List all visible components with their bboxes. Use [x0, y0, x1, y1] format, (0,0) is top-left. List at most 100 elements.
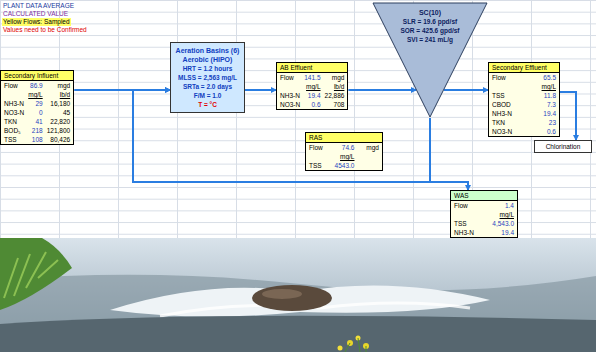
table-cell: 0.6 — [542, 127, 556, 136]
table-cell: CBOD — [492, 100, 512, 109]
legend-note: PLANT DATA AVERAGE — [2, 2, 75, 10]
table-cell: 65.5 — [542, 73, 556, 82]
table-cell: 141.5 — [304, 73, 320, 82]
clarifier-text: SC(10)SLR = 19.6 ppd/sfSOR = 425.6 gpd/s… — [372, 2, 488, 44]
was-table: WASFlow 1.4mg/L TSS 4,543.0NH3-N 19.4 — [450, 190, 518, 238]
table-cell: 41 — [28, 117, 42, 126]
empty-cell — [454, 210, 474, 219]
table-body: Flow 141.5 mgd mg/L lb/dNH3-N 19.4 22,886NO3-N… — [277, 73, 347, 109]
table-cell: NH3-N — [492, 109, 512, 118]
table-cell: TSS — [492, 91, 512, 100]
table-cell: TSS — [454, 219, 474, 228]
table-cell: Flow — [280, 73, 300, 82]
table-header: AB Effluent — [277, 63, 347, 73]
table-cell: lb/d — [47, 90, 71, 99]
table-cell: NO3-N — [4, 108, 24, 117]
empty-cell — [366, 161, 379, 170]
process-text: F/M = 1.0 — [175, 91, 240, 100]
flow-connector — [348, 89, 416, 91]
clarifier-triangle: SC(10)SLR = 19.6 ppd/sfSOR = 425.6 gpd/s… — [372, 2, 488, 118]
table-cell: TSS — [4, 135, 24, 144]
process-text: Chlorination — [538, 142, 588, 151]
table-cell: mgd — [325, 73, 345, 82]
table-header: WAS — [451, 191, 517, 201]
table-cell: Flow — [454, 201, 474, 210]
table-cell: 29 — [28, 99, 42, 108]
process-text: T = °C — [175, 100, 240, 109]
table-cell: NO3-N — [280, 100, 300, 109]
table-cell: NH3-N — [4, 99, 24, 108]
table-cell: NH3-N — [454, 228, 474, 237]
table-body: Flow74.6mgdmg/LTSS4543.0 — [306, 143, 382, 170]
clarifier-outline — [373, 3, 487, 117]
table-cell: 7.3 — [542, 100, 556, 109]
influent-table: Secondary InfluentFlow86.9mgdmg/Llb/dNH3… — [0, 70, 74, 145]
table-cell: 16,180 — [47, 99, 71, 108]
table-cell: 19.4 — [304, 91, 320, 100]
ras-table: RASFlow74.6mgdmg/LTSS4543.0 — [305, 132, 383, 171]
ab-effluent-table: AB EffluentFlow 141.5 mgd mg/L lb/dNH3-N 19.4… — [276, 62, 348, 110]
table-cell: Flow — [4, 81, 24, 90]
table-cell: mg/L — [304, 82, 320, 91]
table-body: Flow 1.4mg/L TSS 4,543.0NH3-N 19.4 — [451, 201, 517, 237]
table-cell: mg/L — [492, 210, 514, 219]
empty-cell — [280, 82, 300, 91]
flow-connector — [430, 118, 468, 190]
table-cell: Flow — [492, 73, 512, 82]
empty-cell — [492, 82, 512, 91]
table-cell: TKN — [492, 118, 512, 127]
table-cell: 0.6 — [304, 100, 320, 109]
table-header: RAS — [306, 133, 382, 143]
flow-connector — [245, 89, 276, 91]
table-cell: 0 — [28, 108, 42, 117]
flow-connector — [444, 89, 488, 91]
table-cell: mg/L — [28, 90, 42, 99]
process-text: Aerobic (HIPO) — [175, 55, 240, 64]
clarifier-value: SOR = 425.6 gpd/sf — [372, 26, 488, 35]
flow-connector — [560, 92, 576, 140]
empty-cell — [309, 152, 323, 161]
table-cell: 74.6 — [335, 143, 355, 152]
clarifier-value: SC(10) — [372, 8, 488, 17]
table-cell: 22,886 — [325, 91, 345, 100]
table-cell: 4,543.0 — [492, 219, 514, 228]
table-cell: NH3-N — [280, 91, 300, 100]
table-cell: 80,426 — [47, 135, 71, 144]
table-cell: 218 — [28, 126, 42, 135]
chlorination-box: Chlorination — [534, 140, 592, 153]
legend-note: Yellow Flows: Sampled — [2, 18, 71, 26]
process-text: SRTa = 2.0 days — [175, 82, 240, 91]
table-cell: 121,800 — [47, 126, 71, 135]
table-cell: mg/L — [542, 82, 556, 91]
effluent-table: Secondary EffluentFlow 65.5mg/L TSS 11.8CBO… — [488, 62, 560, 137]
table-cell: TKN — [4, 117, 24, 126]
table-cell: 11.8 — [542, 91, 556, 100]
table-cell: 708 — [325, 100, 345, 109]
table-cell: 23 — [542, 118, 556, 127]
table-body: Flow 65.5mg/L TSS 11.8CBOD 7.3NH3-N 19.4TKN 23… — [489, 73, 559, 136]
empty-cell — [366, 152, 379, 161]
table-cell: 22,820 — [47, 117, 71, 126]
table-cell: Flow — [309, 143, 323, 152]
legend-note: Values need to be Confirmed — [2, 26, 88, 34]
river-photo — [0, 238, 596, 352]
legend-note: CALCULATED VALUE — [2, 10, 69, 18]
process-text: MLSS = 2,563 mg/L — [175, 73, 240, 82]
table-cell: 1.4 — [492, 201, 514, 210]
empty-cell — [4, 90, 24, 99]
table-cell: 45 — [47, 108, 71, 117]
table-cell: 19.4 — [492, 228, 514, 237]
table-cell: NO3-N — [492, 127, 512, 136]
table-cell: 108 — [28, 135, 42, 144]
clarifier-value: SLR = 19.6 ppd/sf — [372, 17, 488, 26]
aeration-box: Aeration Basins (6)Aerobic (HIPO)HRT = 1… — [170, 42, 245, 113]
table-cell: lb/d — [325, 82, 345, 91]
table-header: Secondary Effluent — [489, 63, 559, 73]
table-cell: 19.4 — [542, 109, 556, 118]
table-cell: BOD₅ — [4, 126, 24, 135]
process-text: Aeration Basins (6) — [175, 46, 240, 55]
table-cell: mg/L — [335, 152, 355, 161]
table-cell: mgd — [366, 143, 379, 152]
process-text: HRT = 1.2 hours — [175, 64, 240, 73]
